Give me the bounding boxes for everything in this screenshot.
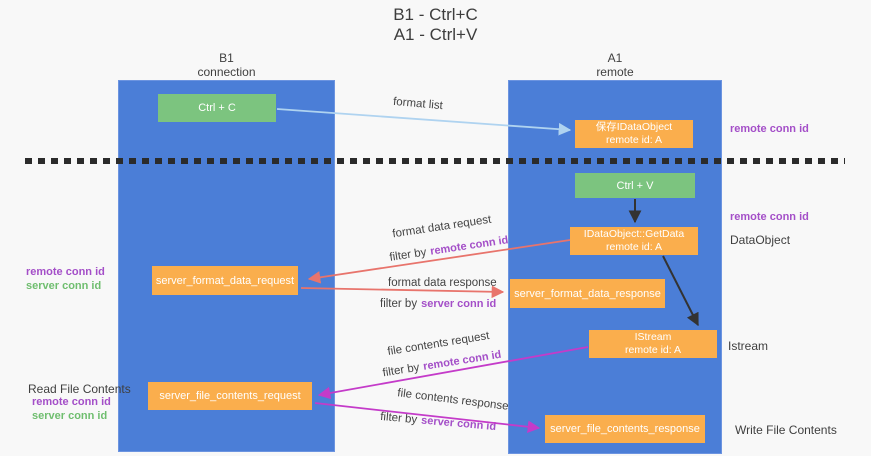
lane-header-b1: B1 connection	[118, 51, 335, 79]
bottom-strip	[0, 456, 871, 467]
node-server-file-contents-response: server_file_contents_response	[545, 415, 705, 443]
lane-a1-title: A1	[607, 51, 623, 65]
node-idataobject-getdata: IDataObject::GetData remote id: A	[570, 227, 698, 255]
label-read-file-contents: Read File Contents	[28, 382, 131, 396]
filter-prefix-1: filter by	[388, 246, 428, 264]
node-ctrl-c: Ctrl + C	[158, 94, 276, 122]
node-istream-line2: remote id: A	[624, 344, 682, 356]
node-save-idataobject-line2: remote id: A	[605, 134, 663, 146]
node-getdata-line1: IDataObject::GetData	[583, 228, 685, 240]
label-write-file-contents: Write File Contents	[735, 423, 837, 437]
phase-separator-dashed-line	[25, 158, 845, 164]
label-left-server-conn-id-2: server conn id	[32, 410, 108, 422]
node-ctrl-v: Ctrl + V	[575, 173, 695, 198]
node-format-response-label: server_format_data_response	[514, 287, 661, 300]
label-remote-conn-id-mid: remote conn id	[730, 211, 809, 223]
label-format-list: format list	[392, 95, 444, 113]
node-istream-line1: IStream	[634, 331, 672, 343]
filter-prefix-3: filter by	[381, 361, 421, 380]
label-format-data-request: format data request	[391, 213, 493, 241]
filter-prefix-2: filter by	[380, 298, 418, 310]
label-left-remote-conn-id-1: remote conn id	[26, 266, 105, 278]
node-save-idataobject-line1: 保存IDataObject	[595, 121, 673, 133]
node-istream: IStream remote id: A	[589, 330, 717, 358]
title-line-2: A1 - Ctrl+V	[393, 25, 478, 44]
label-file-contents-response: file contents response	[396, 387, 510, 413]
node-save-idataobject: 保存IDataObject remote id: A	[575, 120, 693, 148]
node-format-request-label: server_format_data_request	[155, 274, 295, 287]
filter-key-4: server conn id	[420, 414, 497, 434]
filter-key-3: remote conn id	[422, 348, 503, 373]
diagram-title: B1 - Ctrl+C A1 - Ctrl+V	[0, 5, 871, 45]
lane-header-a1: A1 remote	[508, 51, 722, 79]
label-left-server-conn-id-1: server conn id	[26, 280, 102, 292]
node-file-response-label: server_file_contents_response	[550, 423, 700, 435]
node-ctrl-v-label: Ctrl + V	[616, 179, 654, 192]
node-server-format-data-request: server_format_data_request	[152, 266, 298, 295]
lane-b1-subtitle: connection	[197, 65, 256, 79]
filter-key-2: server conn id	[421, 298, 497, 310]
filter-prefix-4: filter by	[379, 410, 418, 427]
lane-b1-title: B1	[219, 51, 234, 65]
label-left-remote-conn-id-2: remote conn id	[32, 396, 111, 408]
label-remote-conn-id-top: remote conn id	[730, 123, 809, 135]
label-dataobject: DataObject	[730, 233, 791, 247]
node-server-format-data-response: server_format_data_response	[510, 279, 665, 308]
title-line-1: B1 - Ctrl+C	[393, 5, 478, 24]
label-istream: Istream	[728, 339, 769, 353]
lane-a1-subtitle: remote	[596, 65, 634, 79]
node-getdata-line2: remote id: A	[605, 241, 663, 253]
node-ctrl-c-label: Ctrl + C	[198, 102, 236, 114]
node-file-request-label: server_file_contents_request	[159, 390, 301, 402]
node-server-file-contents-request: server_file_contents_request	[148, 382, 312, 410]
label-format-data-response: format data response	[388, 277, 497, 289]
filter-key-1: remote conn id	[429, 234, 510, 258]
